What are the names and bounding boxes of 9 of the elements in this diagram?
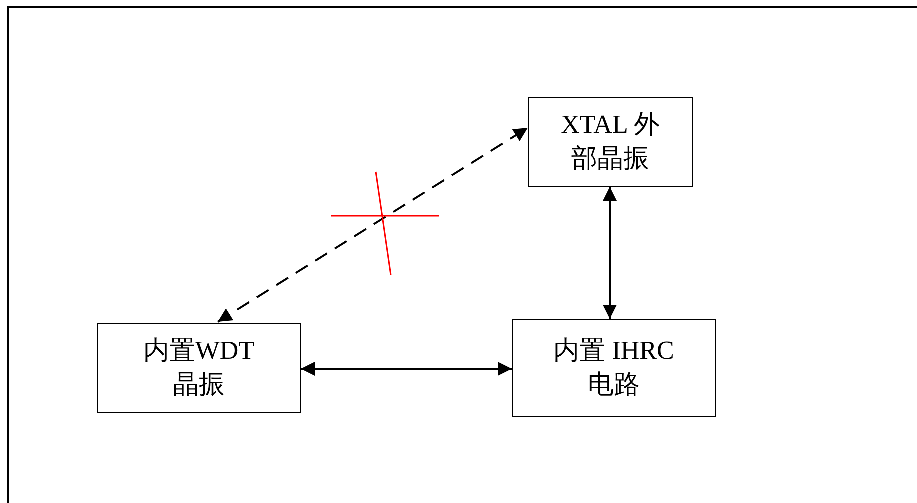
process-box [512, 319, 716, 417]
box-label: 内置 IHRC电路 [552, 335, 676, 401]
box-label: 内置WDT 晶振 [142, 335, 256, 401]
process-box [97, 323, 301, 413]
box-label: XTAL 外部晶振 [560, 109, 661, 175]
arrow [301, 362, 512, 376]
arrow [217, 127, 529, 323]
arrow [603, 187, 617, 319]
process-box [528, 97, 693, 187]
